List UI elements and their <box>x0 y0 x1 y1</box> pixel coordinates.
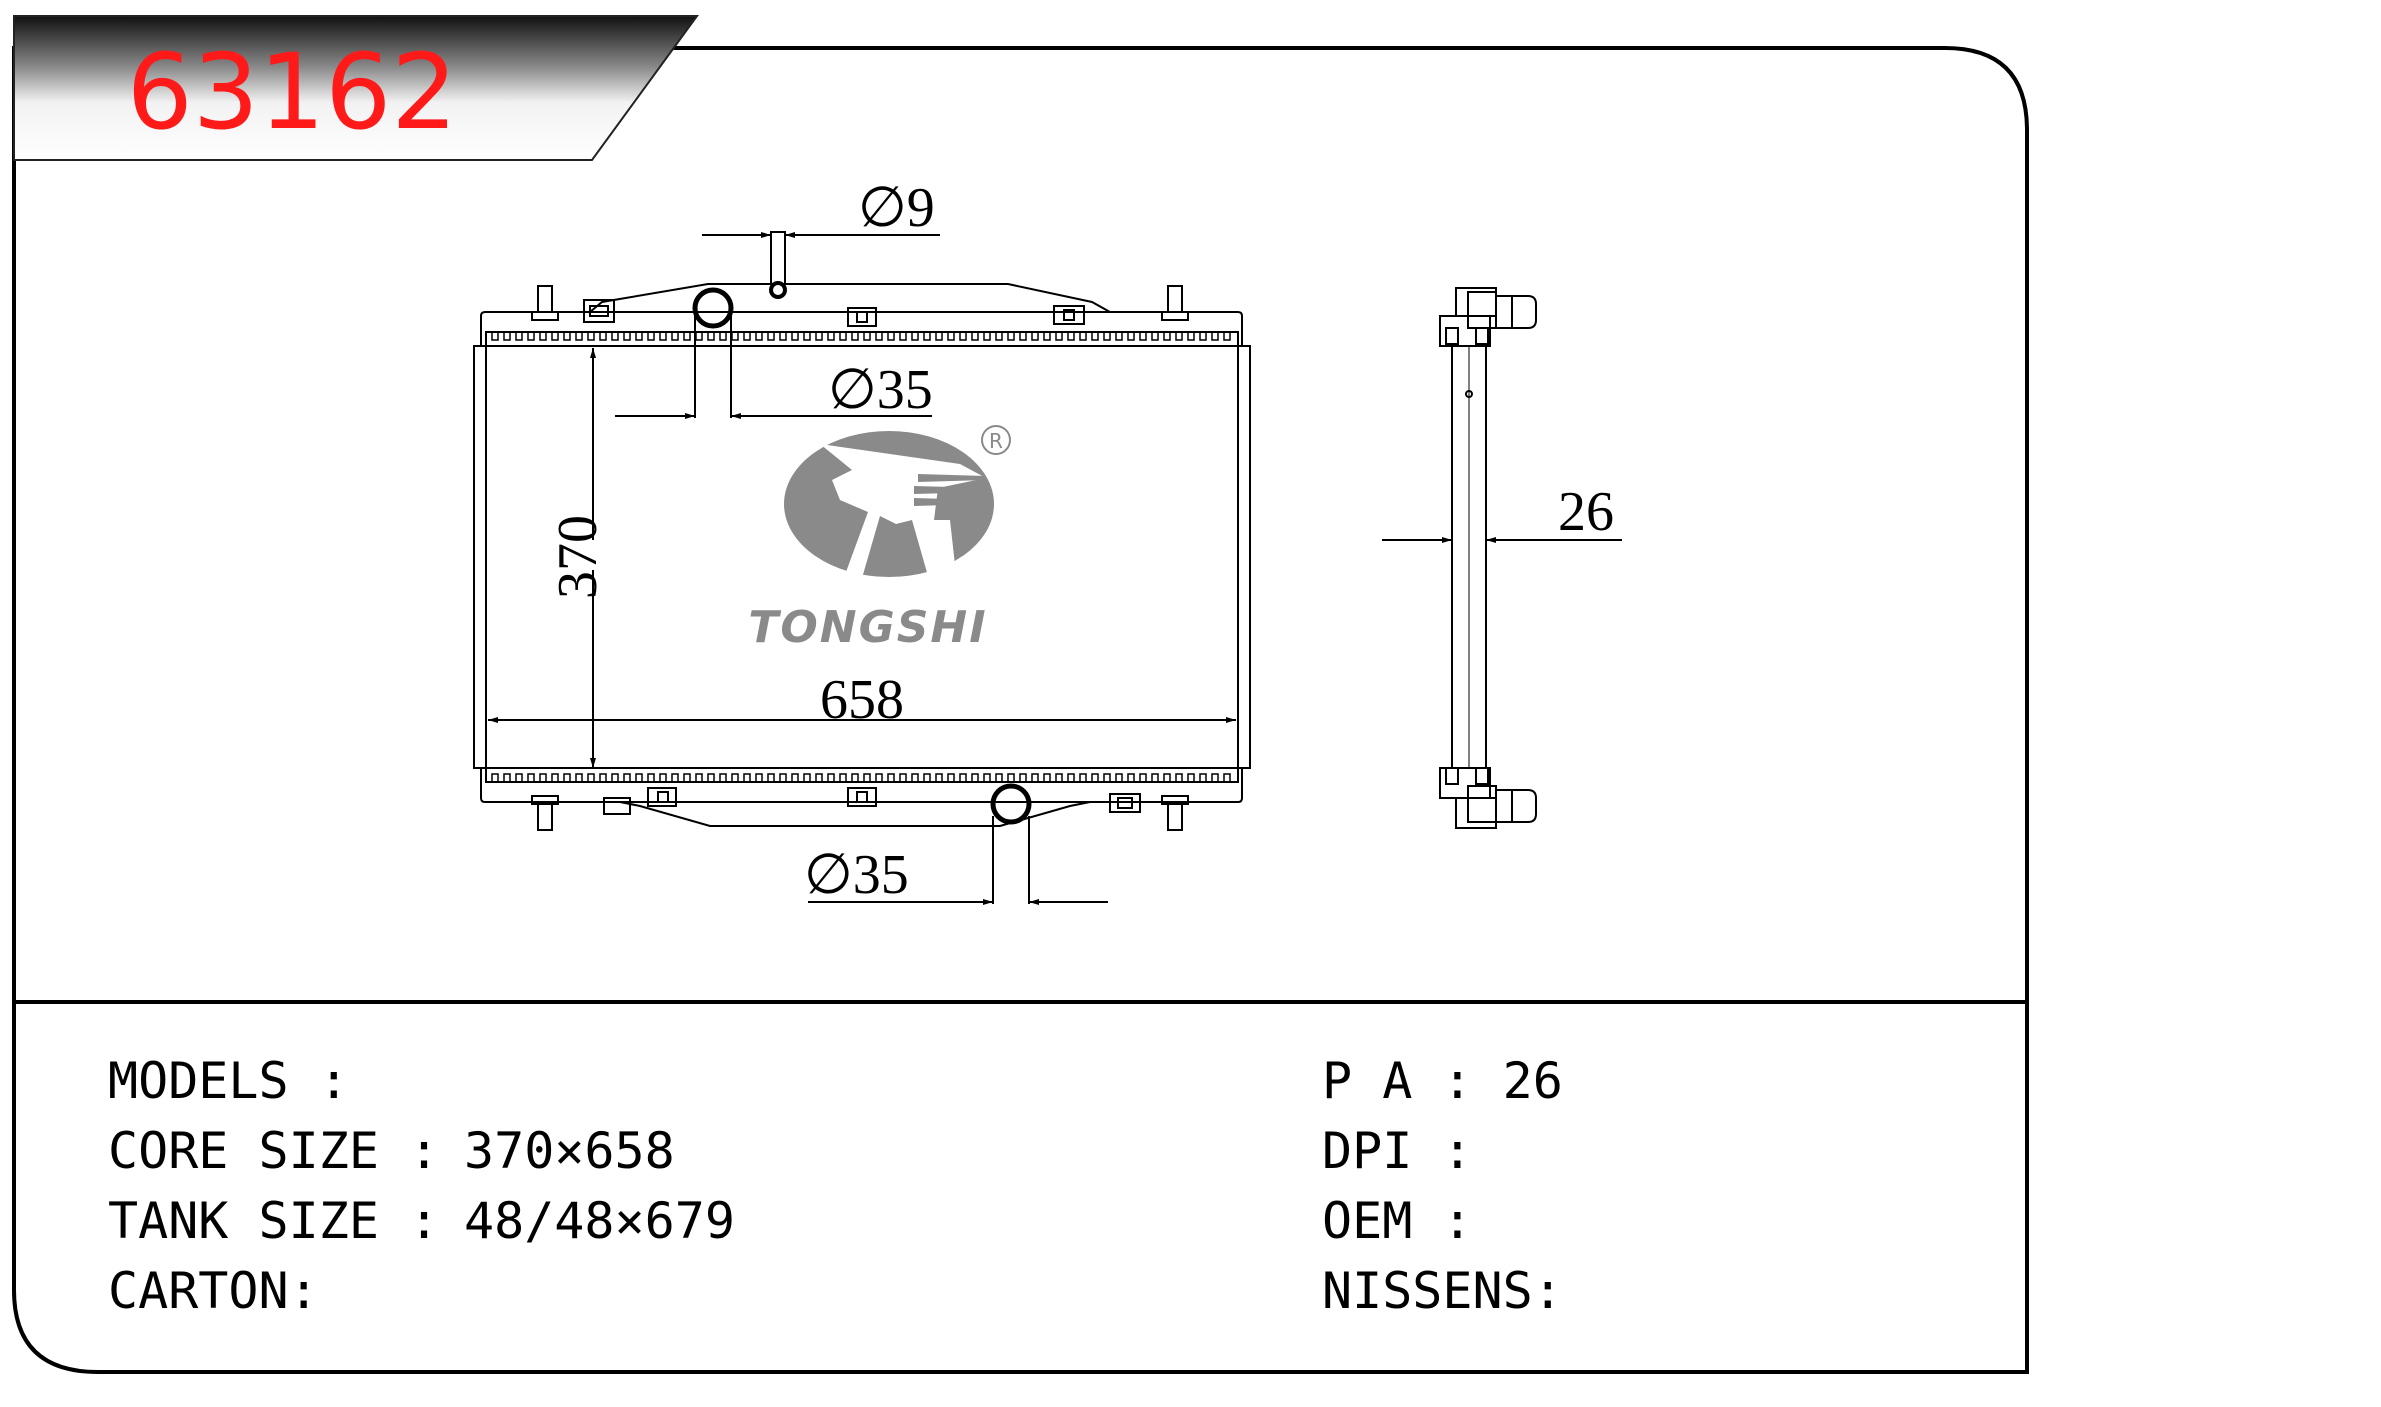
width-dimension: 658 <box>820 669 904 731</box>
inlet-pipe-dimension: ∅9 <box>858 177 935 239</box>
part-number: 63162 <box>127 31 458 153</box>
front-dimensions <box>488 232 1236 905</box>
thickness-dimension: 26 <box>1558 481 1614 543</box>
models-label: MODELS : <box>108 1052 349 1110</box>
nissens-label: NISSENS: <box>1322 1262 1563 1320</box>
brand-name: TONGSHI <box>748 602 987 653</box>
part-number-banner: 63162 <box>13 15 699 161</box>
upper-hose-dimension: ∅35 <box>828 359 933 421</box>
height-dimension: 370 <box>547 515 609 599</box>
tank-size-value: 48/48×679 <box>464 1192 735 1250</box>
spec-table: MODELS : CORE SIZE : 370×658 TANK SIZE :… <box>108 1052 1563 1320</box>
lower-hose-dimension: ∅35 <box>804 844 909 906</box>
carton-label: CARTON: <box>108 1262 319 1320</box>
pa-label: P A : 26 <box>1322 1052 1563 1110</box>
radiator-front-view <box>473 231 1251 831</box>
top-tank <box>480 231 1243 346</box>
lower-hose-outlet <box>990 783 1032 825</box>
upper-hose-outlet <box>692 287 734 329</box>
core-size-label: CORE SIZE : <box>108 1122 439 1180</box>
sheet-border <box>12 46 2029 1374</box>
core-size-value: 370×658 <box>464 1122 675 1180</box>
tank-size-label: TANK SIZE : <box>108 1192 439 1250</box>
oem-label: OEM : <box>1322 1192 1473 1250</box>
radiator-core <box>473 345 1251 769</box>
tongshi-logo: R TONGSHI <box>748 425 1011 653</box>
tongshi-logo-mark <box>784 431 994 578</box>
registered-mark: R <box>989 429 1003 453</box>
dpi-label: DPI : <box>1322 1122 1473 1180</box>
radiator-side-view <box>1382 287 1622 829</box>
bottom-tank <box>480 768 1243 831</box>
